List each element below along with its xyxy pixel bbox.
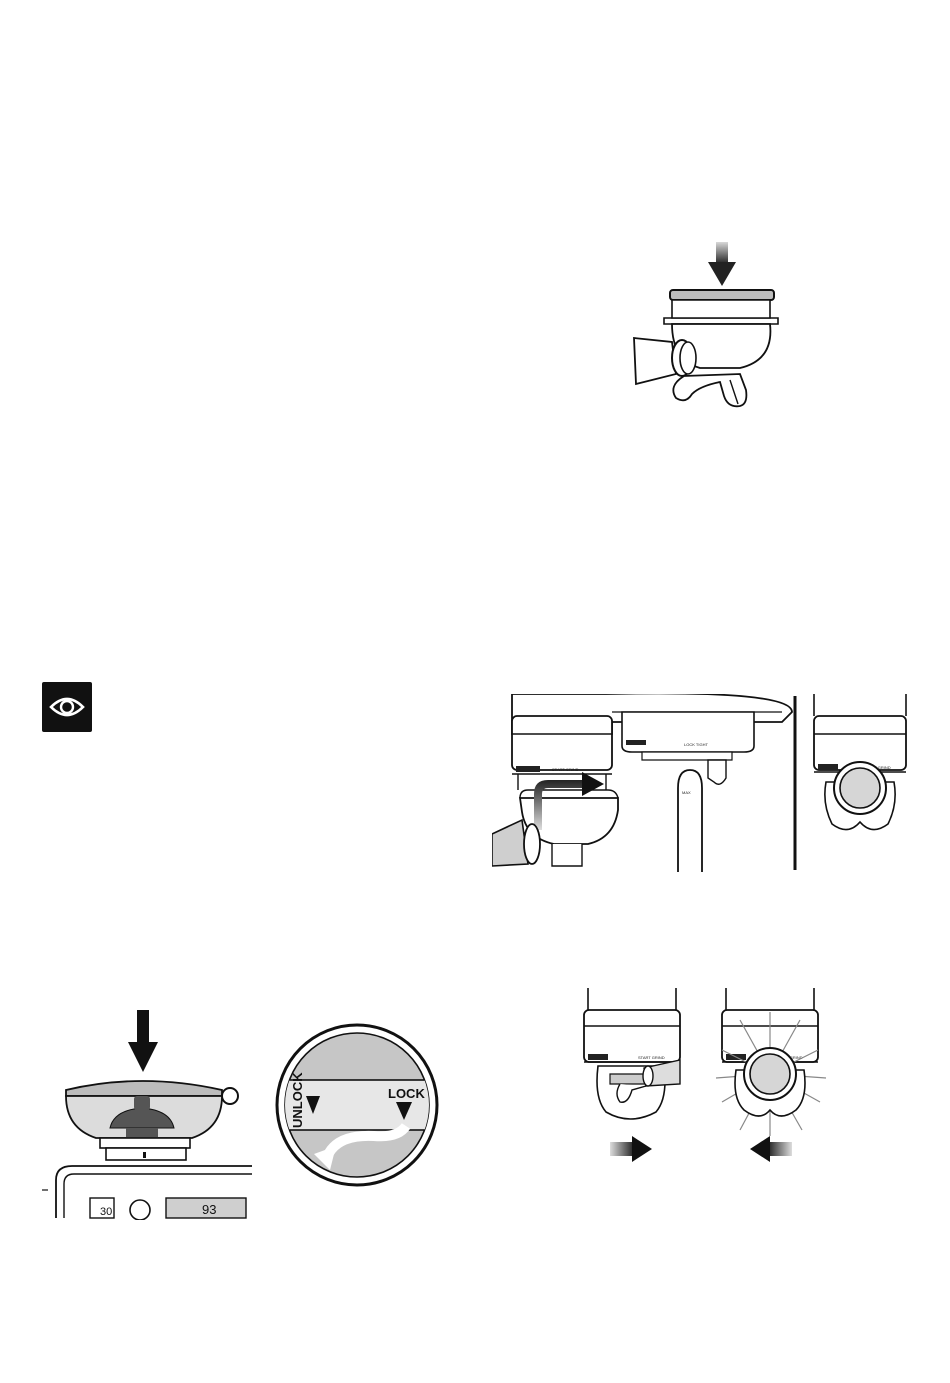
filter-basket-insert-illustration [628,236,788,412]
display-left-value: 30 [100,1206,112,1218]
left-arrow-icon [750,1136,792,1162]
lock-label: LOCK [388,1086,425,1101]
eye-icon [42,682,92,732]
lock-tight-label: LOCK TIGHT [684,742,708,747]
down-arrow-icon [128,1010,158,1072]
start-grind-label-3: START GRIND [638,1055,665,1060]
hopper-lock-illustration: 30 93 [42,1010,252,1220]
svg-text:MAX: MAX [682,790,691,795]
right-arrow-icon [610,1136,652,1162]
lock-dial-illustration: UNLOCK LOCK [274,1022,440,1188]
grinder-cradle-illustration: START GRIND LOCK TIGHT MAX START GRIND [492,694,912,872]
portafilter-lock-release-illustration: START GRIND START GRIND [580,986,830,1162]
unlock-label: UNLOCK [290,1072,305,1128]
start-grind-label-1: START GRIND [552,767,579,772]
display-right-value: 93 [202,1202,216,1217]
down-arrow-icon [708,242,736,286]
